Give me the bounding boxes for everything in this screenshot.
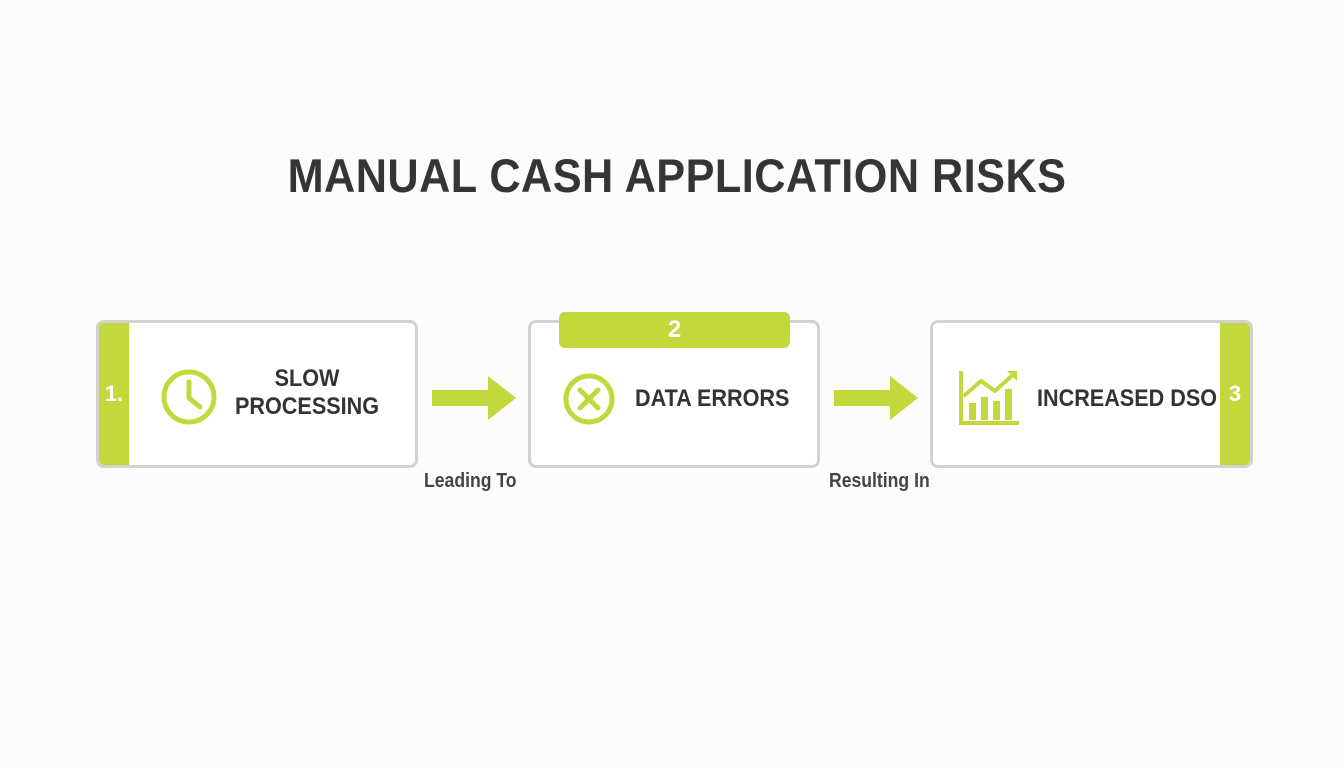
step-label-line1: SLOW (274, 365, 340, 392)
connector-label-leading-to: Leading To (424, 470, 517, 492)
step-number-badge: 1. (99, 323, 129, 465)
step-increased-dso: INCREASED DSO 3 (930, 320, 1253, 468)
step-label: INCREASED DSO (1037, 385, 1218, 412)
step-number-badge: 3 (1220, 323, 1250, 465)
step-label: DATA ERRORS (635, 385, 790, 412)
clock-icon (159, 367, 219, 427)
step-slow-processing: 1. SLOW PROCESSING (96, 320, 418, 468)
step-data-errors: 2 DATA ERRORS (528, 312, 820, 468)
x-circle-icon (561, 371, 617, 427)
step-label-line2: PROCESSING (235, 393, 380, 420)
arrow-right-icon (834, 376, 918, 420)
connector-label-resulting-in: Resulting In (829, 470, 930, 492)
bar-chart-trend-icon (957, 367, 1021, 429)
step-number-badge: 2 (559, 312, 790, 348)
page-title: MANUAL CASH APPLICATION RISKS (287, 149, 1067, 202)
arrow-right-icon (432, 376, 516, 420)
step-label: SLOW PROCESSING (235, 365, 379, 421)
